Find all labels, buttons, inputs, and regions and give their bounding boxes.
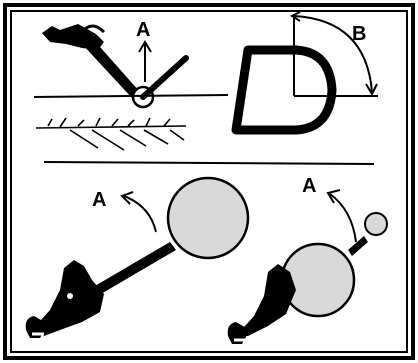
label-a-bottom-left: A [92,189,106,211]
label-b: B [352,23,366,45]
branch-small [365,213,387,235]
log-large [168,178,248,258]
label-a-top: A [136,19,150,41]
bar-nose-outline [236,50,332,130]
label-a-bottom-right: A [302,175,316,197]
log-medium [282,244,354,316]
left-saw-detail [67,293,73,299]
